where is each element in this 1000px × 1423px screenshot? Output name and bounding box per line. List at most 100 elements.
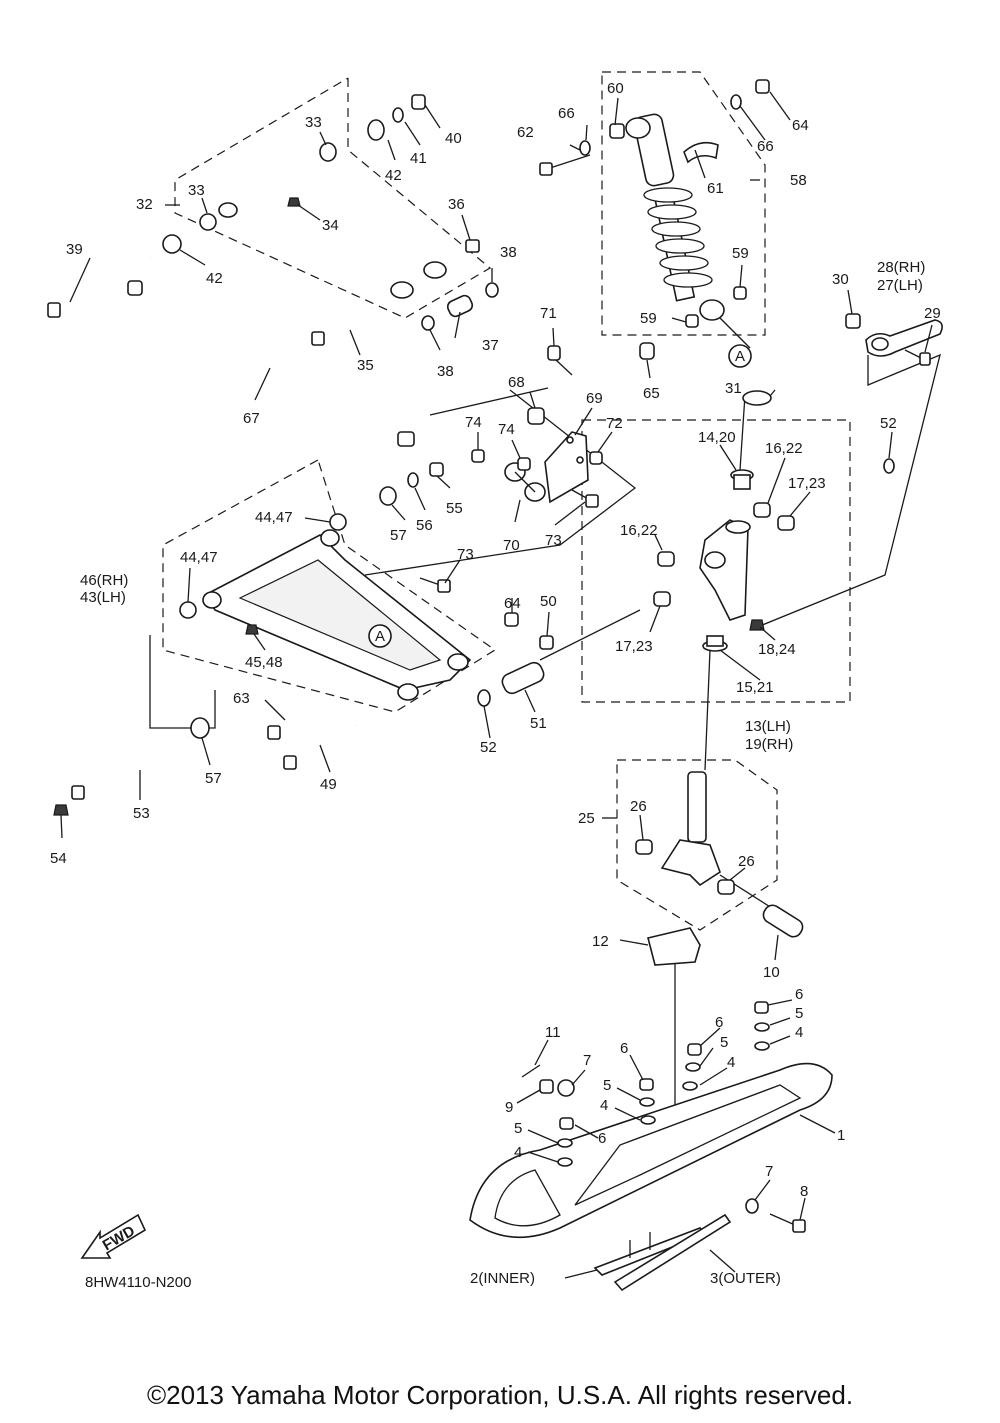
steering-knuckle-13-19 <box>699 519 751 621</box>
ski-1 <box>469 1062 833 1239</box>
washer-42-left <box>162 234 182 254</box>
label-39: 39 <box>66 241 83 258</box>
label-6-c: 6 <box>620 1040 628 1057</box>
label-6-b: 6 <box>715 1014 723 1031</box>
label-72: 72 <box>606 415 623 432</box>
label-49: 49 <box>320 776 337 793</box>
label-58: 58 <box>790 172 807 189</box>
label-33-top: 33 <box>305 114 322 131</box>
label-19: 19(RH) <box>745 736 793 753</box>
nut-50 <box>539 635 554 650</box>
collar-37 <box>446 294 474 318</box>
bolt-49 <box>283 723 356 770</box>
nut-74-left <box>471 449 485 463</box>
collar-10 <box>762 904 804 938</box>
collar-68 <box>527 407 545 425</box>
label-74-left: 74 <box>465 414 482 431</box>
marker-a-bottom-text: A <box>375 628 385 645</box>
washer-7-right <box>745 1198 759 1214</box>
label-64-lower: 64 <box>504 595 521 612</box>
label-59-right: 59 <box>732 245 749 262</box>
nut-72 <box>589 451 603 465</box>
label-33-left: 33 <box>188 182 205 199</box>
bracket-69 <box>544 431 589 504</box>
label-42-top: 42 <box>385 167 402 184</box>
label-41: 41 <box>410 150 427 167</box>
label-16-22-bottom: 16,22 <box>620 522 658 539</box>
collar-51 <box>501 661 545 695</box>
washer-41 <box>392 107 404 123</box>
bushing-33-left <box>199 213 217 231</box>
nut-74-right <box>517 457 531 471</box>
label-57-bottom: 57 <box>205 770 222 787</box>
label-29: 29 <box>924 305 941 322</box>
washer-52-top <box>883 458 895 474</box>
copyright-notice: ©2013 Yamaha Motor Corporation, U.S.A. A… <box>146 1380 854 1410</box>
label-55: 55 <box>446 500 463 517</box>
leader-lines <box>60 91 933 1279</box>
bolt-73-lower <box>419 577 451 593</box>
label-12: 12 <box>592 933 609 950</box>
fwd-arrow-icon: FWD <box>80 1213 147 1259</box>
label-16-22-top: 16,22 <box>765 440 803 457</box>
bushing-33-top <box>319 142 337 162</box>
label-4-a: 4 <box>795 1024 803 1041</box>
label-66-left: 66 <box>558 105 575 122</box>
callout-labels: 40 33 41 42 33 32 36 34 39 38 42 37 35 3… <box>50 80 941 1291</box>
label-13: 13(LH) <box>745 718 791 735</box>
relay-arm-27-28 <box>865 319 943 357</box>
washer-57-bottom <box>190 717 210 739</box>
bushing-17-23-bottom <box>653 591 671 607</box>
nut-64-lower <box>504 612 519 627</box>
label-5-c: 5 <box>603 1077 611 1094</box>
washer-42-top <box>367 119 385 141</box>
label-73-lower: 73 <box>457 546 474 563</box>
label-28: 28(RH) <box>877 259 925 276</box>
label-7-left: 7 <box>583 1052 591 1069</box>
label-26-left: 26 <box>630 798 647 815</box>
connector-line <box>539 609 641 661</box>
cap-31 <box>742 390 772 406</box>
label-74-right: 74 <box>498 421 515 438</box>
label-36: 36 <box>448 196 465 213</box>
label-18-24: 18,24 <box>758 641 796 658</box>
bolt-73-upper <box>571 489 599 508</box>
connector-line <box>149 635 216 729</box>
label-6-d: 6 <box>598 1130 606 1147</box>
marker-a-top-text: A <box>735 348 745 365</box>
washer-52-bottom <box>477 689 491 707</box>
knuckle-boundary <box>581 419 851 703</box>
washer-57-top <box>379 486 397 506</box>
label-38-bottom: 38 <box>437 363 454 380</box>
label-54: 54 <box>50 850 67 867</box>
label-5-a: 5 <box>795 1005 803 1022</box>
label-59-left: 59 <box>640 310 657 327</box>
nut-64-top <box>755 79 770 94</box>
label-1: 1 <box>837 1127 845 1144</box>
bushing-26-left <box>635 839 653 855</box>
bushing-15-21 <box>702 635 728 652</box>
label-26-right: 26 <box>738 853 755 870</box>
label-68: 68 <box>508 374 525 391</box>
bushing-44-47-left <box>179 601 197 619</box>
label-46: 46(RH) <box>80 572 128 589</box>
label-64-top: 64 <box>792 117 809 134</box>
label-27: 27(LH) <box>877 277 923 294</box>
label-62: 62 <box>517 124 534 141</box>
label-50: 50 <box>540 593 557 610</box>
washer-38-bottom <box>421 315 435 331</box>
label-5-b: 5 <box>720 1034 728 1051</box>
marker-a-bottom <box>368 624 392 648</box>
collar-60 <box>609 123 625 139</box>
bolt-8 <box>769 1213 806 1233</box>
bushing-44-47-top <box>329 513 347 531</box>
washer-66-left <box>579 140 591 156</box>
label-7-right: 7 <box>765 1163 773 1180</box>
label-6-a: 6 <box>795 986 803 1003</box>
nut-40 <box>411 94 426 110</box>
bolt-71 <box>547 345 573 376</box>
grease-nipple-45-48 <box>245 624 259 635</box>
label-17-23-top: 17,23 <box>788 475 826 492</box>
label-52-top: 52 <box>880 415 897 432</box>
label-10: 10 <box>763 964 780 981</box>
